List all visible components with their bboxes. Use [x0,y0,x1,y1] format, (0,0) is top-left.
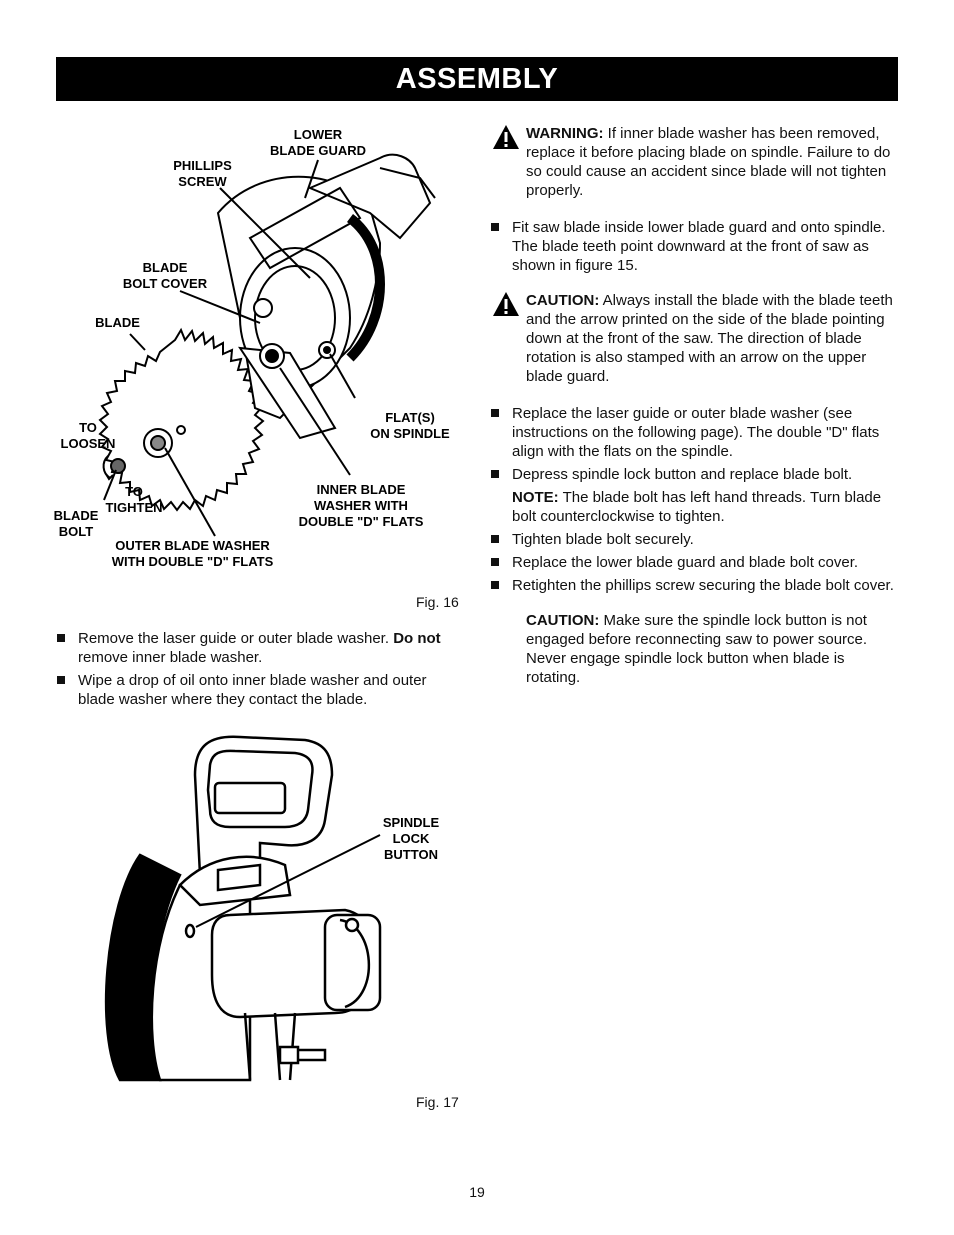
warning-icon [493,125,519,149]
list-item: Remove the laser guide or outer blade wa… [56,629,466,667]
list-item: Depress spindle lock button and replace … [490,465,900,484]
note: NOTE: The blade bolt has left hand threa… [512,489,882,525]
list-item: Replace the lower blade guard and blade … [490,553,900,572]
figure-16-caption: Fig. 16 [416,594,459,610]
label-blade: BLADE [95,315,140,330]
list-item: Retighten the phillips screw securing th… [490,576,900,595]
saw-blade-diagram [98,153,436,537]
right-column: WARNING: If inner blade washer has been … [490,124,900,687]
left-steps: Remove the laser guide or outer blade wa… [56,629,466,713]
list-item: Wipe a drop of oil onto inner blade wash… [56,671,466,709]
list-item: Tighten blade bolt securely. [490,530,900,549]
warning-notice: WARNING: If inner blade washer has been … [490,124,900,200]
list-item: Replace the laser guide or outer blade w… [490,404,900,461]
figure-17-caption: Fig. 17 [416,1094,459,1110]
page-title: ASSEMBLY [56,57,898,101]
spindle-lock-diagram [104,735,382,1082]
blade-outline [98,327,265,512]
label-flats-on-spindle: FLAT(S)ON SPINDLE [370,410,450,441]
list-item: Fit saw blade inside lower blade guard a… [490,218,900,275]
warning-icon [493,292,519,316]
blade-guard [104,853,182,1082]
caution-notice-spindle-lock: CAUTION: Make sure the spindle lock butt… [526,612,868,686]
caution-notice-blade-direction: CAUTION: Always install the blade with t… [490,291,900,386]
page-number: 19 [469,1184,485,1200]
